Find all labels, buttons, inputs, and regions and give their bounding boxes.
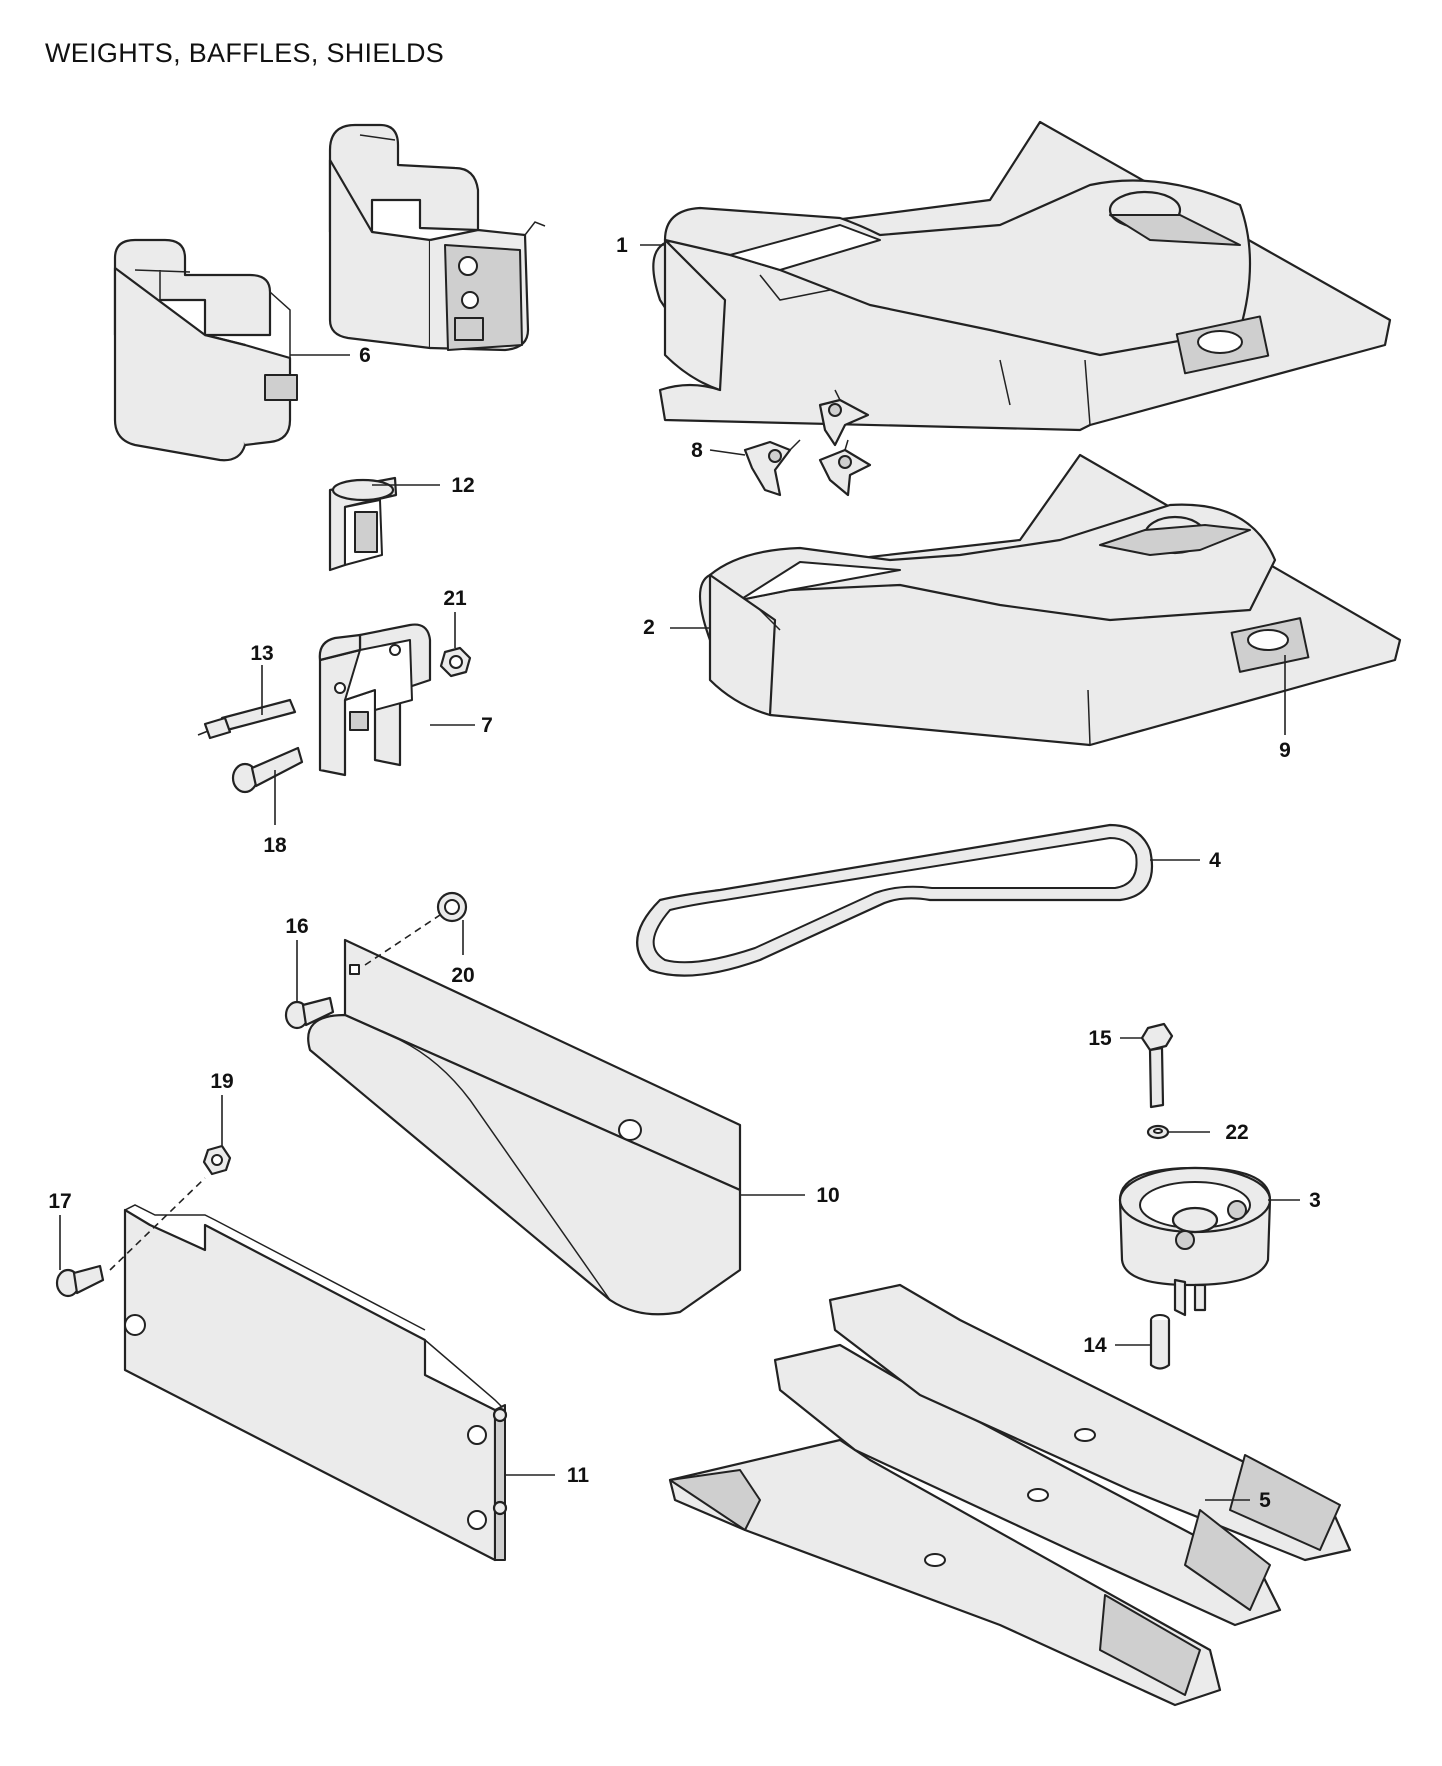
callout-18: 18 [263, 834, 287, 857]
callout-11: 11 [567, 1464, 590, 1487]
part-weight-front [113, 238, 298, 462]
dash-line-19 [109, 1177, 206, 1271]
part-knobs [743, 389, 872, 497]
callout-20: 20 [451, 964, 474, 987]
part-flange-nut-20 [436, 891, 468, 923]
part-pulley-3 [1118, 1166, 1272, 1317]
callout-8: 8 [691, 439, 703, 462]
callout-3: 3 [1309, 1189, 1321, 1212]
part-blades [668, 1283, 1352, 1707]
callout-6: 6 [359, 344, 371, 367]
part-bracket [318, 623, 432, 777]
callout-2: 2 [643, 616, 655, 639]
callout-12: 12 [451, 474, 474, 497]
part-washer-22 [1146, 1124, 1170, 1140]
part-shield-plate [123, 1204, 508, 1562]
callout-17: 17 [48, 1190, 71, 1213]
callout-labels: 1 2 3 4 5 6 7 8 9 10 11 12 13 14 15 16 1… [48, 234, 1321, 1512]
part-baffle-panel [307, 938, 742, 1316]
page-title: WEIGHTS, BAFFLES, SHIELDS [45, 38, 445, 68]
part-bolt-long [197, 698, 297, 740]
callout-19: 19 [210, 1070, 233, 1093]
callout-9: 9 [1279, 739, 1291, 762]
part-deflector-upper [652, 120, 1392, 432]
part-bolt-15 [1140, 1022, 1174, 1109]
callout-13: 13 [250, 642, 273, 665]
callout-5: 5 [1259, 1489, 1271, 1512]
callout-10: 10 [816, 1184, 839, 1207]
part-flange-nut-21 [439, 646, 472, 678]
part-carriage-bolt [231, 746, 304, 794]
part-weight-back [328, 123, 546, 352]
part-deflector-lower [699, 453, 1402, 747]
callout-4: 4 [1209, 849, 1221, 872]
callout-16: 16 [285, 915, 308, 938]
part-carriage-bolt-17 [55, 1264, 105, 1298]
callout-15: 15 [1088, 1027, 1112, 1050]
part-belt [636, 823, 1154, 977]
callout-14: 14 [1083, 1334, 1107, 1357]
callout-21: 21 [443, 587, 467, 610]
leader-lines [59, 244, 1300, 1501]
dash-line-20 [364, 914, 441, 966]
part-clip [328, 476, 398, 572]
part-hex-nut-19 [202, 1144, 232, 1176]
callout-22: 22 [1225, 1121, 1248, 1144]
part-spacer-14 [1149, 1314, 1171, 1370]
callout-7: 7 [481, 714, 493, 737]
callout-1: 1 [616, 234, 628, 257]
